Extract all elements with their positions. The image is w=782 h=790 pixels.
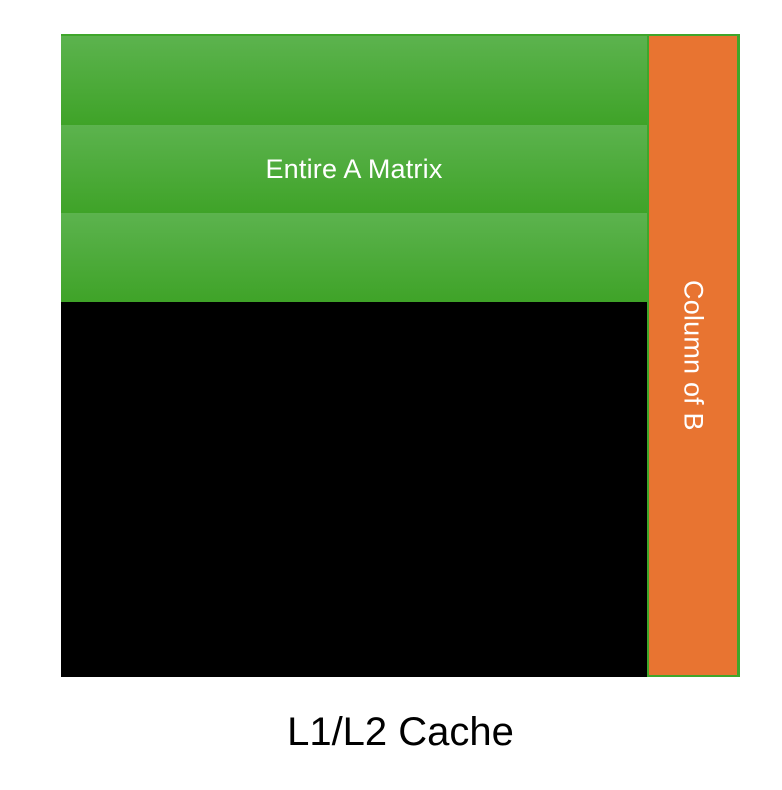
cache-left-stack: Entire A Matrix xyxy=(61,36,647,677)
b-column-region: Column of B xyxy=(647,36,740,677)
cache-diagram: Entire A Matrix Column of B xyxy=(61,34,740,677)
a-matrix-band-1 xyxy=(61,36,647,125)
unused-cache-region xyxy=(61,302,647,677)
a-matrix-region: Entire A Matrix xyxy=(61,36,647,303)
a-matrix-band-3 xyxy=(61,213,647,303)
a-matrix-band-2: Entire A Matrix xyxy=(61,124,647,214)
a-matrix-label: Entire A Matrix xyxy=(265,153,443,184)
b-column-label: Column of B xyxy=(678,280,709,431)
caption: L1/L2 Cache xyxy=(287,710,514,754)
